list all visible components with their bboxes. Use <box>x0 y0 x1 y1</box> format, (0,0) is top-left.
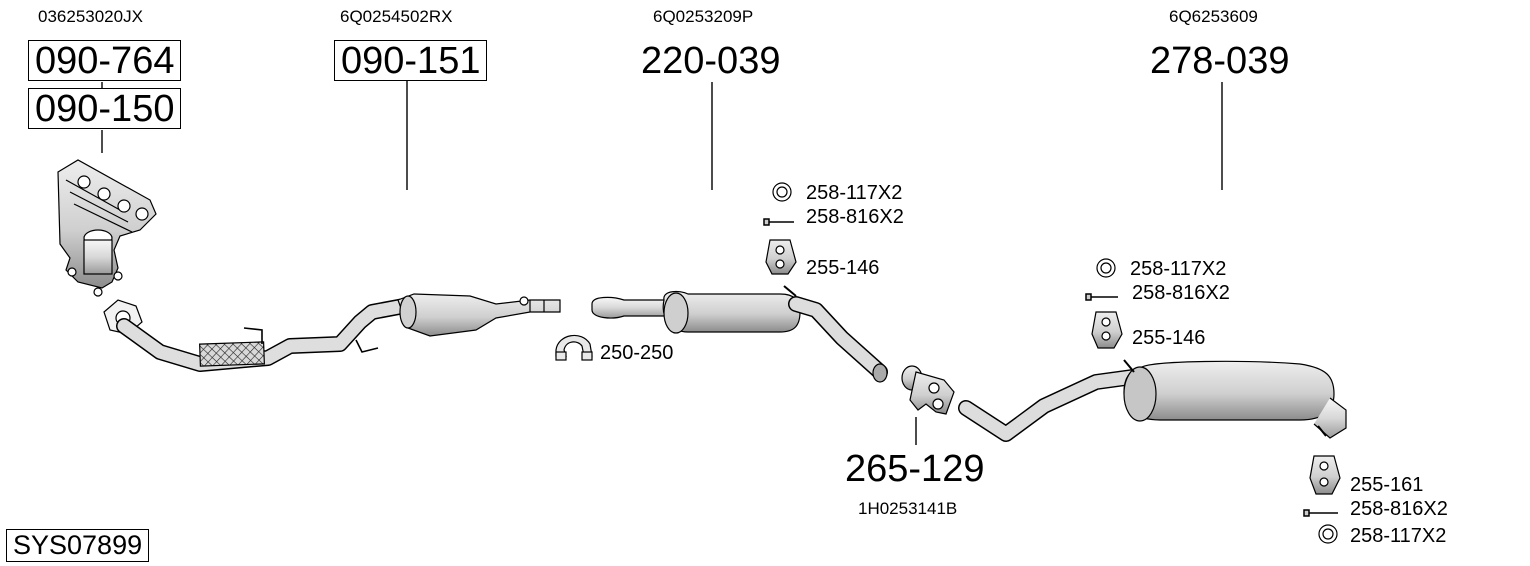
part-number-middle-silencer[interactable]: 220-039 <box>641 40 781 82</box>
label-bolt-rear[interactable]: 258-816X2 <box>1132 282 1230 304</box>
middle-silencer-part <box>591 285 888 383</box>
rear-silencer-part <box>958 359 1347 442</box>
part-number-rear-silencer[interactable]: 278-039 <box>1150 40 1290 82</box>
ring-icon <box>772 182 792 202</box>
oem-number-middle-silencer: 6Q0253209P <box>653 7 754 26</box>
label-hanger-mid[interactable]: 255-146 <box>806 257 880 279</box>
system-id: SYS07899 <box>6 529 150 562</box>
bolt-icon <box>763 218 794 226</box>
front-pipe-part <box>103 298 412 372</box>
label-ring-rear[interactable]: 258-117X2 <box>1130 258 1227 280</box>
oem-number-connector: 1H0253141B <box>858 499 958 518</box>
catalytic-converter-part <box>397 293 561 337</box>
hanger-icon <box>765 239 797 275</box>
label-ring-tail[interactable]: 258-117X2 <box>1350 525 1447 547</box>
oem-number-rear-silencer: 6Q6253609 <box>1169 7 1258 26</box>
part-number-connector[interactable]: 265-129 <box>845 448 985 490</box>
oem-number-manifold: 036253020JX <box>38 7 143 26</box>
label-bolt-mid[interactable]: 258-816X2 <box>806 206 904 228</box>
part-number-manifold-a[interactable]: 090-764 <box>28 40 182 81</box>
bolt-icon <box>1085 293 1118 301</box>
label-clamp[interactable]: 250-250 <box>600 342 674 364</box>
part-number-manifold-b[interactable]: 090-150 <box>28 88 182 129</box>
leader-lines <box>101 81 1223 445</box>
bolt-icon <box>1303 509 1338 517</box>
hanger-icon <box>1091 311 1123 349</box>
clamp-part <box>555 334 593 361</box>
label-bolt-tail[interactable]: 258-816X2 <box>1350 498 1448 520</box>
ring-icon <box>1318 524 1338 544</box>
label-ring-mid[interactable]: 258-117X2 <box>806 182 903 204</box>
ring-icon <box>1096 258 1116 278</box>
connector-part <box>901 365 955 415</box>
part-number-catalyst[interactable]: 090-151 <box>334 40 488 81</box>
label-hanger-rear[interactable]: 255-146 <box>1132 327 1206 349</box>
hanger-icon <box>1309 455 1341 495</box>
label-hanger-tail[interactable]: 255-161 <box>1350 474 1424 496</box>
exhaust-manifold-part <box>57 159 157 297</box>
oem-number-catalyst: 6Q0254502RX <box>340 7 453 26</box>
